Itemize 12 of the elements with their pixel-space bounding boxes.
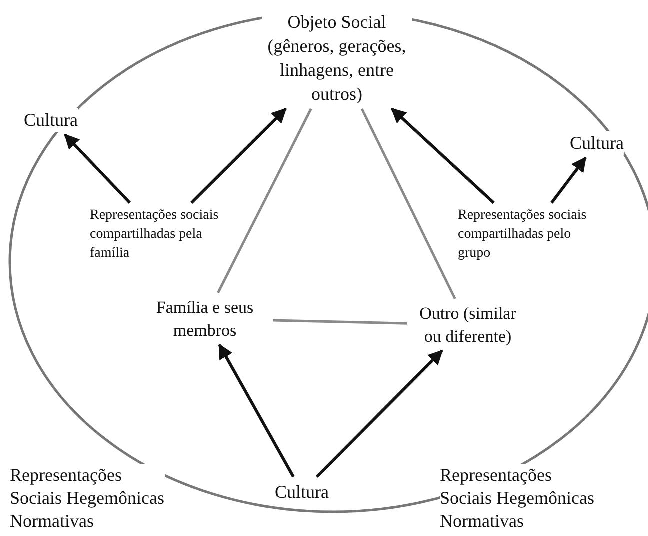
connector-line [360, 108, 456, 300]
arrow [316, 350, 444, 478]
connector-line [272, 319, 408, 325]
arrow [190, 108, 287, 204]
arrow [550, 156, 587, 204]
arrow [218, 344, 295, 478]
node-label: Objeto Social (gêneros, gerações, linhagens, entre outros) [262, 10, 412, 106]
connector-line [217, 108, 312, 294]
node-label: Cultura [570, 131, 624, 155]
arrow [391, 108, 495, 204]
node-label: Cultura [24, 108, 78, 132]
arrow [64, 134, 132, 204]
